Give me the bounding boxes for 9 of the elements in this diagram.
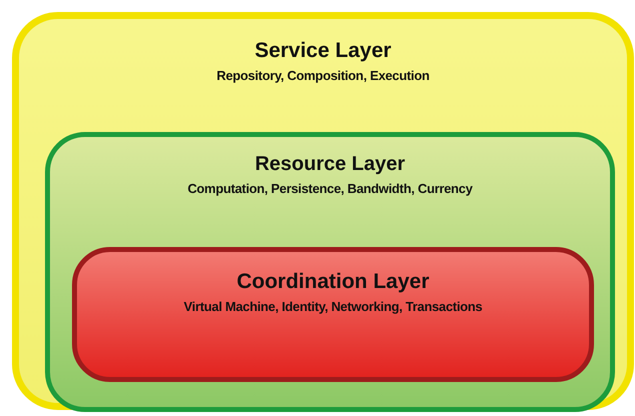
layer-box	[45, 132, 615, 412]
layer-title: Coordination Layer	[236, 270, 430, 294]
layer-description: Repository, Composition, Execution	[216, 68, 430, 83]
layer-box	[12, 12, 634, 410]
layer-description: Virtual Machine, Identity, Networking, Transactions	[184, 299, 482, 314]
layer-title: Service Layer	[254, 39, 392, 63]
layer-title: Resource Layer	[254, 153, 406, 176]
layer-description: Computation, Persistence, Bandwidth, Currency	[188, 181, 472, 196]
layer-box	[72, 247, 594, 382]
